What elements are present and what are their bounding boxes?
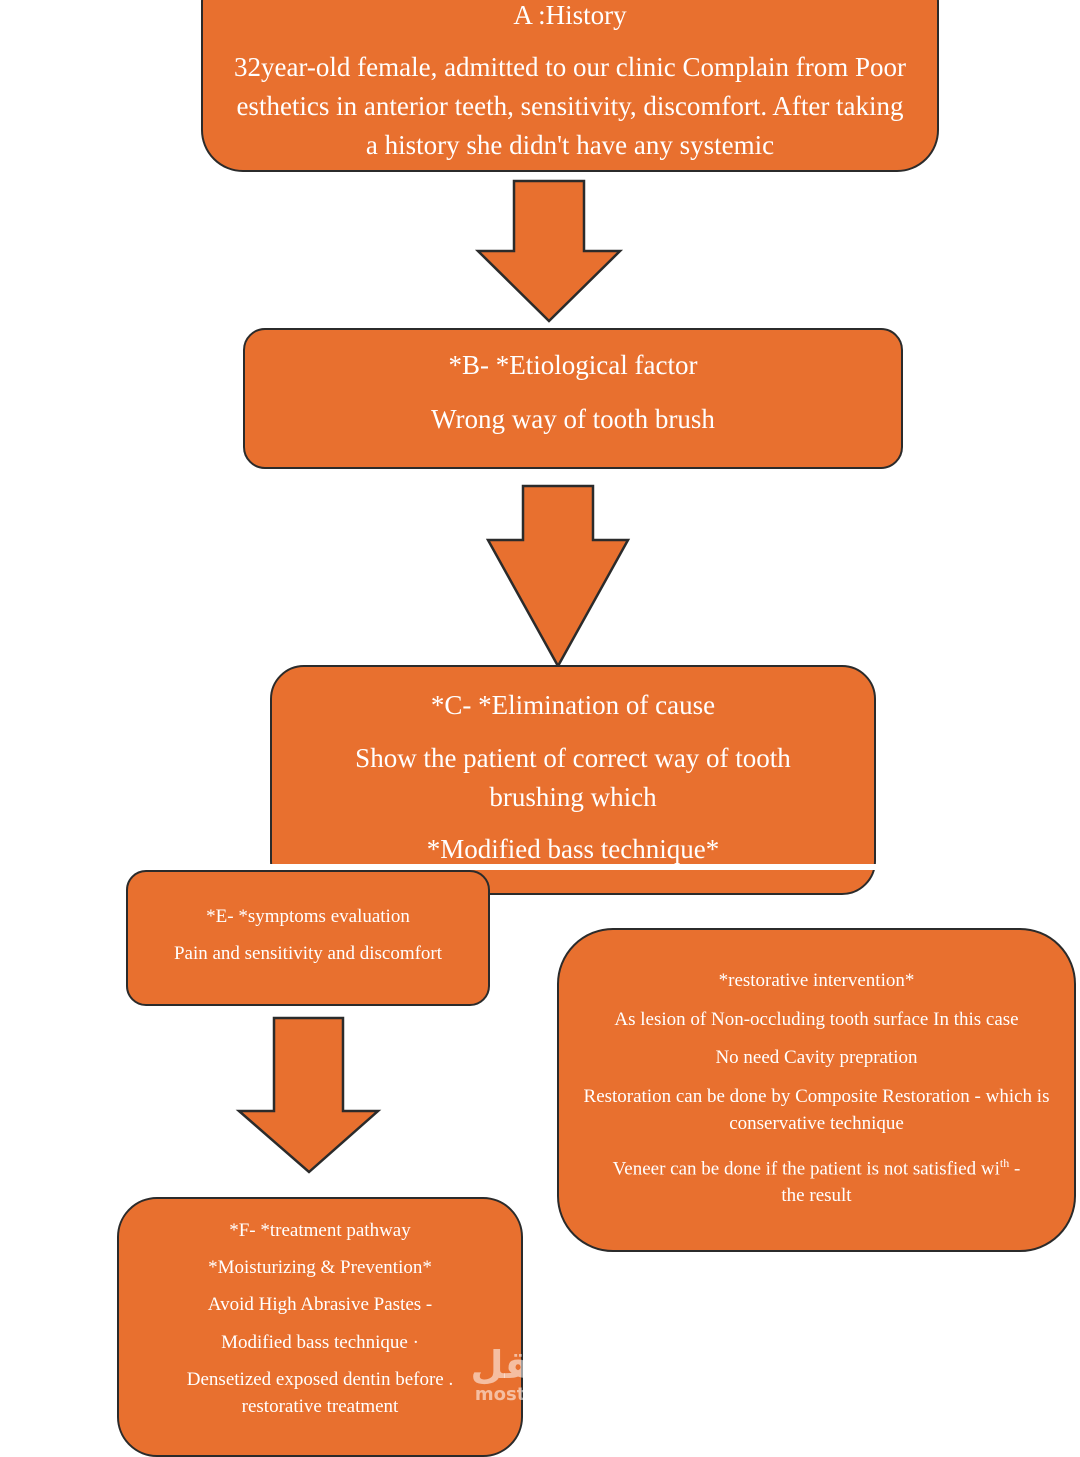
restorative-title: *restorative intervention* xyxy=(718,970,915,991)
down-arrow-1 xyxy=(474,179,624,323)
treatment-line-bass: Modified bass technique · xyxy=(221,1332,419,1353)
restorative-line-cavity: No need Cavity prepration xyxy=(715,1047,918,1068)
treatment-title: *F- *treatment pathway xyxy=(229,1220,411,1241)
watermark-arabic: مستقل xyxy=(470,1343,610,1387)
etiological-text: Wrong way of tooth brush xyxy=(431,404,715,434)
restorative-line-veneer: Veneer can be done if the patient is not… xyxy=(612,1156,1021,1207)
watermark-logo: مستقل mostaql.com xyxy=(470,1345,610,1405)
restorative-intervention-box: *restorative intervention* As lesion of … xyxy=(557,928,1076,1252)
watermark-latin: mostaql.com xyxy=(474,1384,606,1405)
etiological-title: *B- *Etiological factor xyxy=(448,350,698,380)
restorative-line-lesion: As lesion of Non-occluding tooth surface… xyxy=(614,1009,1019,1030)
elimination-technique: *Modified bass technique* xyxy=(426,834,720,864)
symptoms-text: Pain and sensitivity and discomfort xyxy=(173,943,443,964)
treatment-pathway-box: *F- *treatment pathway *Moisturizing & P… xyxy=(117,1197,523,1457)
treatment-line-dentin: Densetized exposed dentin before . resto… xyxy=(186,1369,454,1417)
etiological-factor-box: *B- *Etiological factor Wrong way of too… xyxy=(243,328,903,469)
elimination-of-cause-box: *C- *Elimination of cause Show the patie… xyxy=(270,665,876,895)
treatment-line-moisturizing: *Moisturizing & Prevention* xyxy=(208,1257,432,1278)
restorative-line-composite: Restoration can be done by Composite Res… xyxy=(583,1086,1050,1134)
elimination-title: *C- *Elimination of cause xyxy=(430,690,716,720)
symptoms-evaluation-box: *E- *symptoms evaluation Pain and sensit… xyxy=(126,870,490,1006)
down-arrow-2 xyxy=(485,484,631,669)
down-arrow-3 xyxy=(235,1016,382,1174)
history-box: A :History 32year-old female, admitted t… xyxy=(201,0,939,172)
elimination-text: Show the patient of correct way of tooth… xyxy=(355,743,791,812)
crop-edge xyxy=(250,864,900,870)
treatment-line-pastes: Avoid High Abrasive Pastes - xyxy=(207,1294,433,1315)
history-text: 32year-old female, admitted to our clini… xyxy=(233,52,907,160)
history-title: A :History xyxy=(513,0,627,30)
symptoms-title: *E- *symptoms evaluation xyxy=(206,906,410,927)
